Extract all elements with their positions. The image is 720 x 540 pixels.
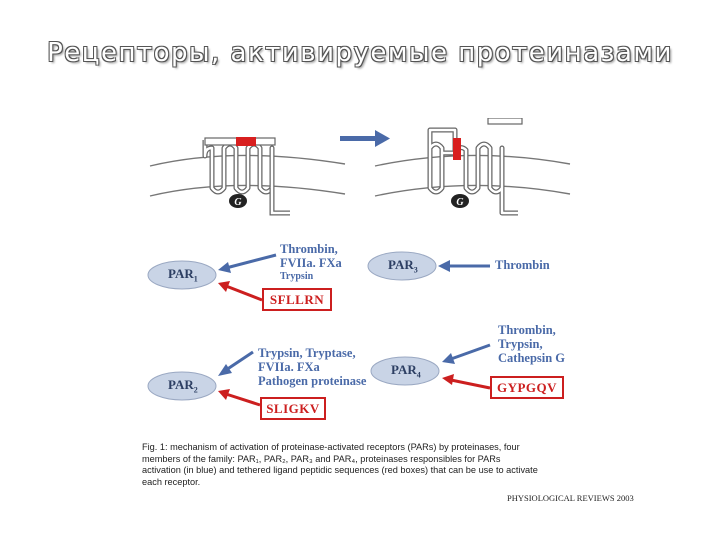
caption-line: members of the family: PAR₁, PAR₂, PAR₃ … <box>142 453 501 464</box>
caption-line: Fig. 1: mechanism of activation of prote… <box>142 442 520 452</box>
source-citation: PHYSIOLOGICAL REVIEWS 2003 <box>507 493 634 503</box>
g-protein-right-label: G <box>456 197 464 208</box>
caption-line: activation (in blue) and tethered ligand… <box>142 465 538 475</box>
par1-label: PAR1 <box>168 266 198 284</box>
receptor-inactive <box>202 137 290 216</box>
figure-graphics: G G <box>147 118 571 407</box>
par4-label: PAR4 <box>391 362 421 380</box>
tethered-ligand-box <box>236 137 256 146</box>
par1-ellipse <box>147 260 217 290</box>
par-activation-figure: G G <box>140 118 580 443</box>
par2-peptide-box: SLIGKV <box>260 397 326 420</box>
par4-peptide-arrow <box>442 374 491 390</box>
par4-ellipse <box>370 356 440 386</box>
par2-label: PAR2 <box>168 377 198 395</box>
par2-activators: Trypsin, Tryptase, FVIIa. FXa Pathogen p… <box>258 346 367 388</box>
g-protein-left-label: G <box>234 197 242 208</box>
cleaved-fragment <box>487 118 523 125</box>
membrane-left <box>149 154 346 197</box>
g-protein-left <box>229 194 247 208</box>
par1-activators: Thrombin, FVIIa. FXa Trypsin <box>280 242 342 282</box>
par1-protease-arrow <box>218 253 277 273</box>
par1-peptide-arrow <box>218 281 263 302</box>
slide-title: Рецепторы, активируемые протеиназами <box>47 38 673 68</box>
g-protein-right <box>451 194 469 208</box>
par2-ellipse <box>147 371 217 401</box>
par3-label: PAR3 <box>388 257 418 275</box>
par2-peptide-arrow <box>218 389 261 407</box>
par2-protease-arrow <box>218 350 254 376</box>
tethered-ligand-bound <box>453 138 461 160</box>
par3-activators: Thrombin <box>495 258 550 272</box>
caption-line: each receptor. <box>142 476 201 487</box>
par4-activators: Thrombin, Trypsin, Cathepsin G <box>498 323 566 365</box>
par4-peptide-box: GYPGQV <box>490 376 564 399</box>
par3-protease-arrow <box>438 260 490 272</box>
membrane-right <box>374 154 571 197</box>
par3-ellipse <box>367 251 437 281</box>
par4-protease-arrow <box>442 343 491 364</box>
figure-caption: Fig. 1: mechanism of activation of prote… <box>142 442 582 488</box>
receptor-active <box>427 127 518 216</box>
activation-arrow <box>340 130 390 147</box>
par1-peptide-box: SFLLRN <box>262 288 332 311</box>
